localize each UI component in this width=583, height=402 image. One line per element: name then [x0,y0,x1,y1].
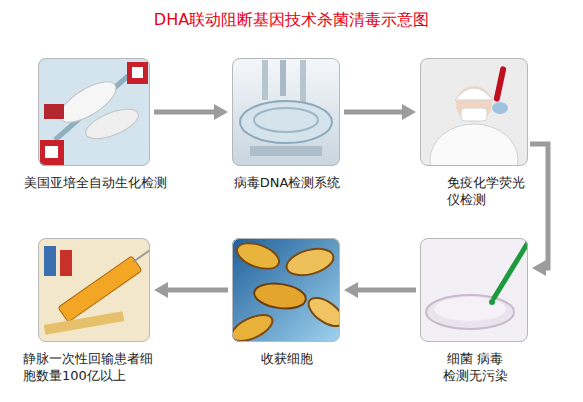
step-caption: 细菌 病毒 检测无污染 [440,350,510,384]
dish-ring [254,108,318,132]
face-mask [461,108,487,121]
photo-ground [38,58,150,166]
flow-arrow [154,110,214,115]
petri-dish [426,295,514,329]
glove [492,102,508,114]
lab-coat [430,124,518,166]
gloved-hand [82,103,142,144]
blood-bag [40,140,64,166]
cell [232,310,276,342]
lab-gloves-photo [38,58,150,166]
image-step-box: 美国亚培全自动生化检测 [38,58,150,166]
image-step-box: 细菌 病毒 检测无污染 [420,238,528,342]
photo-ground [420,238,528,342]
petri-dish-photo [420,238,528,342]
image-step-box: 病毒DNA检测系统 [232,58,340,166]
cell [234,238,283,274]
vial [44,246,56,276]
lab-tube [300,60,306,102]
vial [60,250,72,276]
cell [284,244,337,280]
cells-photo [232,238,340,342]
step-caption: 静脉一次性回输患者细胞数量100亿以上 [23,350,157,384]
blood-tube [493,66,506,102]
step-caption: 免疫化学荧光仪检测 [447,174,531,208]
flow-arrow [344,110,402,115]
lab-cap [455,88,493,100]
flow-arrow [530,144,548,268]
diagram-title: DHA联动阻断基因技术杀菌清毒示意图 [0,10,583,31]
syringe-barrel [58,256,142,322]
image-step-box: 免疫化学荧光仪检测 [420,58,528,166]
blood-bag [44,104,64,119]
flow-arrow [358,288,416,293]
flow-arrow [168,288,228,293]
image-step-box: 静脉一次性回输患者细胞数量100亿以上 [38,238,150,342]
syringe-photo [38,238,150,342]
step-caption: 收获细胞 [202,350,372,367]
needle [133,250,150,262]
cell [253,280,308,311]
instrument-base [250,146,322,156]
green-pipette [494,238,528,298]
blood-bag [127,62,148,84]
cell [304,292,340,331]
lab-worker-photo [420,58,528,166]
syringe [44,311,125,335]
lab-tube [262,60,268,100]
lab-tube [280,60,286,96]
dna-system-photo [232,58,340,166]
worker-head [456,86,492,122]
step-caption: 病毒DNA检测系统 [202,174,372,191]
dish-surface [434,297,506,321]
image-step-box: 收获细胞 [232,238,340,342]
photo-ground [38,238,150,342]
drop [489,299,495,305]
bag-label [132,67,143,78]
glass-dish [240,101,332,143]
step-caption: 美国亚培全自动生化检测 [10,174,180,191]
photo-ground [232,58,340,166]
bag-label [45,146,58,158]
